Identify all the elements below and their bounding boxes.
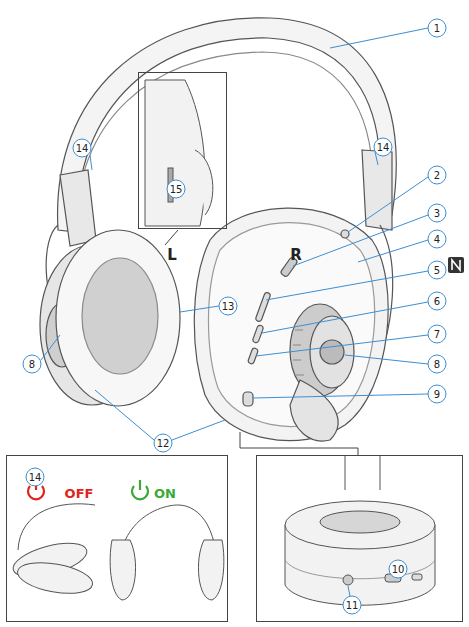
callout-number: 4 — [428, 230, 447, 249]
callout-number: 2 — [428, 166, 447, 185]
callout-number: 6 — [428, 292, 447, 311]
side-letter: R — [290, 246, 302, 264]
state-word: OFF — [65, 486, 94, 501]
callout-number: 1 — [428, 19, 447, 38]
callout-number: 3 — [428, 204, 447, 223]
callout-number: 8 — [428, 355, 447, 374]
callout-number: 10 — [389, 560, 408, 579]
callout-number: 12 — [154, 434, 173, 453]
callout-number: 9 — [428, 385, 447, 404]
callout-number: 14 — [73, 139, 92, 158]
inset-box: 11 10 — [256, 455, 463, 622]
inset-box: 14OFF ON — [6, 455, 228, 622]
callout-number: 8 — [23, 355, 42, 374]
callout-number: 5 — [428, 261, 447, 280]
callout-number: 11 — [343, 596, 362, 615]
inset-box: 15 — [138, 72, 227, 229]
callout-number: 15 — [167, 180, 186, 199]
callout-number: 13 — [219, 297, 238, 316]
callout-number: 14 — [26, 468, 45, 487]
callout-number: 14 — [374, 138, 393, 157]
state-word: ON — [154, 486, 176, 501]
side-letter: L — [167, 246, 177, 264]
callout-number: 7 — [428, 325, 447, 344]
